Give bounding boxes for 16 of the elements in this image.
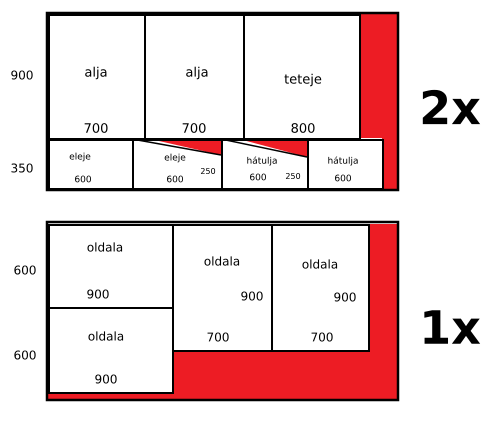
cut-piece: hátulja 600 250 — [220, 138, 309, 190]
dimension-label: 600 — [14, 265, 36, 275]
cut-piece: eleje 600 — [48, 139, 134, 190]
cut-piece: oldala 900 — [48, 307, 174, 394]
cut-piece: alja 700 — [48, 14, 146, 140]
dimension-label: 900 — [11, 70, 33, 80]
dimension-label: 350 — [11, 163, 33, 173]
cut-piece: hátulja 600 — [307, 139, 384, 190]
quantity-label: 2x — [422, 90, 480, 124]
cut-piece: oldala 900 700 — [271, 224, 370, 352]
cut-piece: teteje 800 — [243, 14, 361, 140]
cut-piece: alja 700 — [144, 14, 245, 140]
dimension-label: 600 — [14, 350, 36, 360]
quantity-label: 1x — [424, 310, 480, 344]
cut-piece: eleje 600 250 — [132, 138, 223, 190]
cut-piece: oldala 900 700 — [172, 224, 273, 352]
